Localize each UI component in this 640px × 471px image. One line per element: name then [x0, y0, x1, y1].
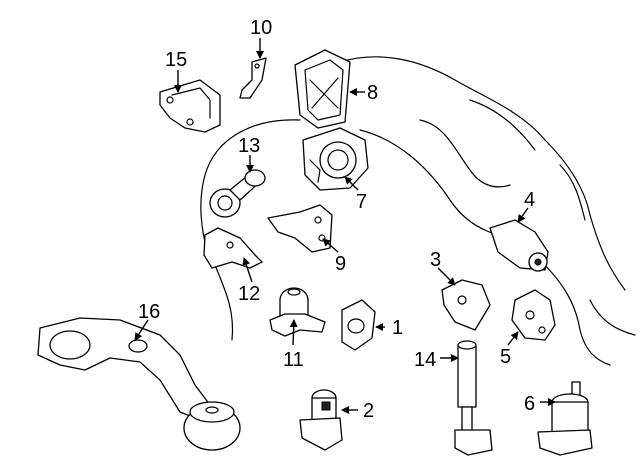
part-4-mount	[489, 219, 549, 272]
part-13-link	[209, 169, 266, 218]
callout-5: 5	[500, 346, 511, 368]
callout-10: 10	[250, 17, 272, 39]
part-12-bracket	[203, 227, 263, 269]
part-9-bracket	[267, 204, 333, 253]
callout-6: 6	[524, 393, 535, 415]
callout-9: 9	[335, 253, 346, 275]
callout-16: 16	[138, 301, 160, 323]
part-5-bracket	[511, 289, 556, 341]
part-16-crossmember	[37, 317, 241, 451]
callout-7: 7	[356, 191, 367, 213]
callout-11: 11	[283, 349, 304, 371]
callout-12: 12	[238, 283, 260, 305]
callout-14: 14	[414, 349, 436, 371]
part-15-bracket	[159, 79, 221, 133]
part-14-strut	[454, 340, 493, 456]
callout-labels: 1 2 3 4 5 6 7 8 9 10 11 12 13 14 15 16	[138, 17, 535, 422]
callout-1: 1	[392, 317, 403, 339]
part-2-mount	[299, 389, 343, 451]
callout-2: 2	[363, 400, 374, 422]
callout-13: 13	[238, 135, 260, 157]
callout-3: 3	[430, 249, 441, 271]
callout-8: 8	[367, 82, 378, 104]
part-1-mount	[341, 299, 376, 351]
part-8-housing	[294, 49, 351, 129]
part-10-bracket	[239, 57, 267, 99]
callout-4: 4	[524, 189, 535, 211]
part-6-mount	[537, 381, 593, 456]
part-3-bracket	[441, 279, 491, 331]
part-7-mount	[302, 127, 369, 191]
callout-15: 15	[165, 49, 187, 71]
part-11-mount	[269, 287, 326, 337]
body-outline	[200, 56, 636, 366]
leader-lines	[134, 38, 556, 414]
